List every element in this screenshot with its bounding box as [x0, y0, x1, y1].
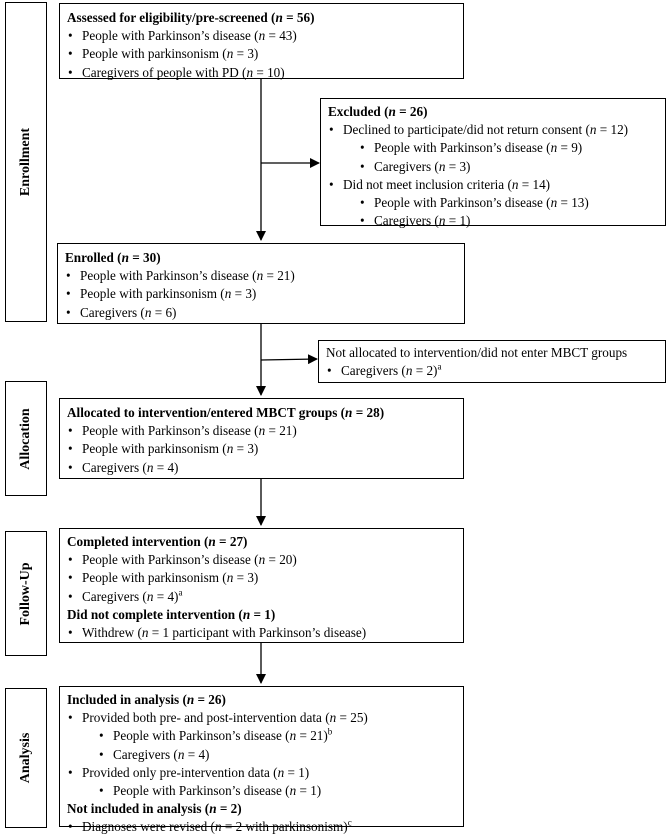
analysis-revised: Diagnoses were revised (n = 2 with parki…	[67, 818, 456, 836]
not-completed-title: Did not complete intervention (n = 1)	[67, 606, 276, 622]
included-title: Included in analysis (n = 26)	[67, 692, 226, 707]
excluded-not-met: Did not meet inclusion criteria (n = 14)	[328, 176, 658, 194]
stage-enrollment: Enrollment	[5, 2, 47, 322]
enrolled-item: People with Parkinson’s disease (n = 21)	[65, 267, 457, 285]
analysis-both-sub: Caregivers (n = 4)	[67, 746, 456, 764]
allocated-box: Allocated to intervention/entered MBCT g…	[59, 398, 464, 479]
allocated-title: Allocated to intervention/entered MBCT g…	[67, 405, 385, 420]
allocated-item: People with Parkinson’s disease (n = 21)	[67, 422, 456, 440]
stage-analysis: Analysis	[5, 688, 47, 828]
not-allocated-title: Not allocated to intervention/did not en…	[326, 345, 628, 360]
completed-item: People with Parkinson’s disease (n = 20)	[67, 551, 456, 569]
completed-item: Caregivers (n = 4)a	[67, 588, 456, 606]
enrolled-item: People with parkinsonism (n = 3)	[65, 285, 457, 303]
excluded-not-met-sub: People with Parkinson’s disease (n = 13)	[328, 194, 658, 212]
enrolled-box: Enrolled (n = 30) People with Parkinson’…	[57, 243, 465, 324]
not-allocated-item: Caregivers (n = 2)a	[326, 362, 658, 380]
analysis-pre-only: Provided only pre-intervention data (n =…	[67, 764, 456, 782]
assessed-item: People with Parkinson’s disease (n = 43)	[67, 27, 456, 45]
allocated-item: Caregivers (n = 4)	[67, 459, 456, 477]
allocated-item: People with parkinsonism (n = 3)	[67, 440, 456, 458]
excluded-box: Excluded (n = 26) Declined to participat…	[320, 98, 666, 231]
enrolled-item: Caregivers (n = 6)	[65, 304, 457, 322]
excluded-title: Excluded (n = 26)	[328, 104, 428, 119]
followup-box: Completed intervention (n = 27) People w…	[59, 528, 464, 643]
excluded-declined-sub: Caregivers (n = 3)	[328, 158, 658, 176]
analysis-pre-only-sub: People with Parkinson’s disease (n = 1)	[67, 782, 456, 800]
excluded-declined-sub: People with Parkinson’s disease (n = 9)	[328, 139, 658, 157]
completed-title: Completed intervention (n = 27)	[67, 534, 248, 549]
arrow-to-not-allocated	[260, 354, 318, 365]
analysis-box: Included in analysis (n = 26) Provided b…	[59, 686, 464, 837]
analysis-both-sub: People with Parkinson’s disease (n = 21)…	[67, 727, 456, 745]
assessed-item: Caregivers of people with PD (n = 10)	[67, 64, 456, 82]
enrolled-title: Enrolled (n = 30)	[65, 250, 161, 265]
excluded-not-met-sub: Caregivers (n = 1)	[328, 212, 658, 230]
not-allocated-box: Not allocated to intervention/did not en…	[318, 340, 666, 383]
excluded-declined: Declined to participate/did not return c…	[328, 121, 658, 139]
not-included-title: Not included in analysis (n = 2)	[67, 801, 242, 817]
analysis-both: Provided both pre- and post-intervention…	[67, 709, 456, 727]
assessed-item: People with parkinsonism (n = 3)	[67, 45, 456, 63]
completed-item: People with parkinsonism (n = 3)	[67, 569, 456, 587]
stage-allocation: Allocation	[5, 381, 47, 496]
assessed-box: Assessed for eligibility/pre-screened (n…	[59, 3, 464, 82]
withdrew-item: Withdrew (n = 1 participant with Parkins…	[67, 624, 456, 642]
assessed-title: Assessed for eligibility/pre-screened (n…	[67, 10, 315, 25]
stage-followup: Follow-Up	[5, 531, 47, 656]
